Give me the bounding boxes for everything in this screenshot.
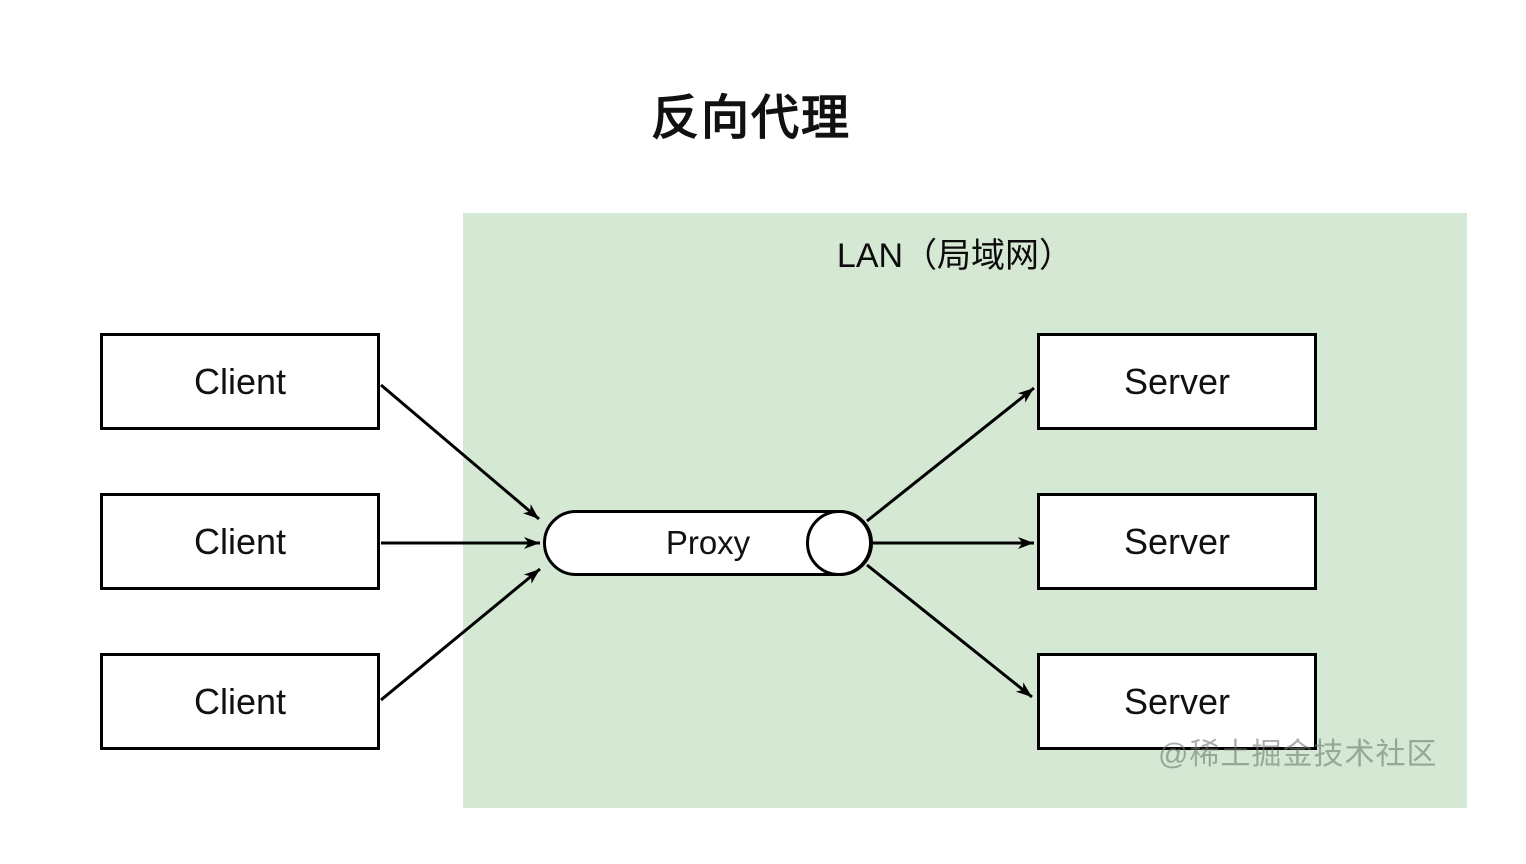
client-node-2: Client xyxy=(100,493,380,590)
client-node-3: Client xyxy=(100,653,380,750)
client-node-1: Client xyxy=(100,333,380,430)
server-node-2-label: Server xyxy=(1123,520,1231,562)
server-node-2: Server xyxy=(1037,493,1317,590)
server-node-1: Server xyxy=(1037,333,1317,430)
watermark-text: @稀土掘金技术社区 xyxy=(1158,738,1438,771)
server-node-3-label: Server xyxy=(1123,680,1231,722)
proxy-endcap-circle xyxy=(806,510,872,576)
proxy-node-label: Proxy xyxy=(665,524,751,561)
diagram-title: 反向代理 xyxy=(650,92,851,145)
server-node-1-label: Server xyxy=(1123,360,1231,402)
client-node-1-label: Client xyxy=(193,360,287,402)
server-node-3: Server xyxy=(1037,653,1317,750)
lan-label: LAN（局域网） xyxy=(836,237,1074,275)
client-node-3-label: Client xyxy=(193,680,287,722)
client-node-2-label: Client xyxy=(193,520,287,562)
